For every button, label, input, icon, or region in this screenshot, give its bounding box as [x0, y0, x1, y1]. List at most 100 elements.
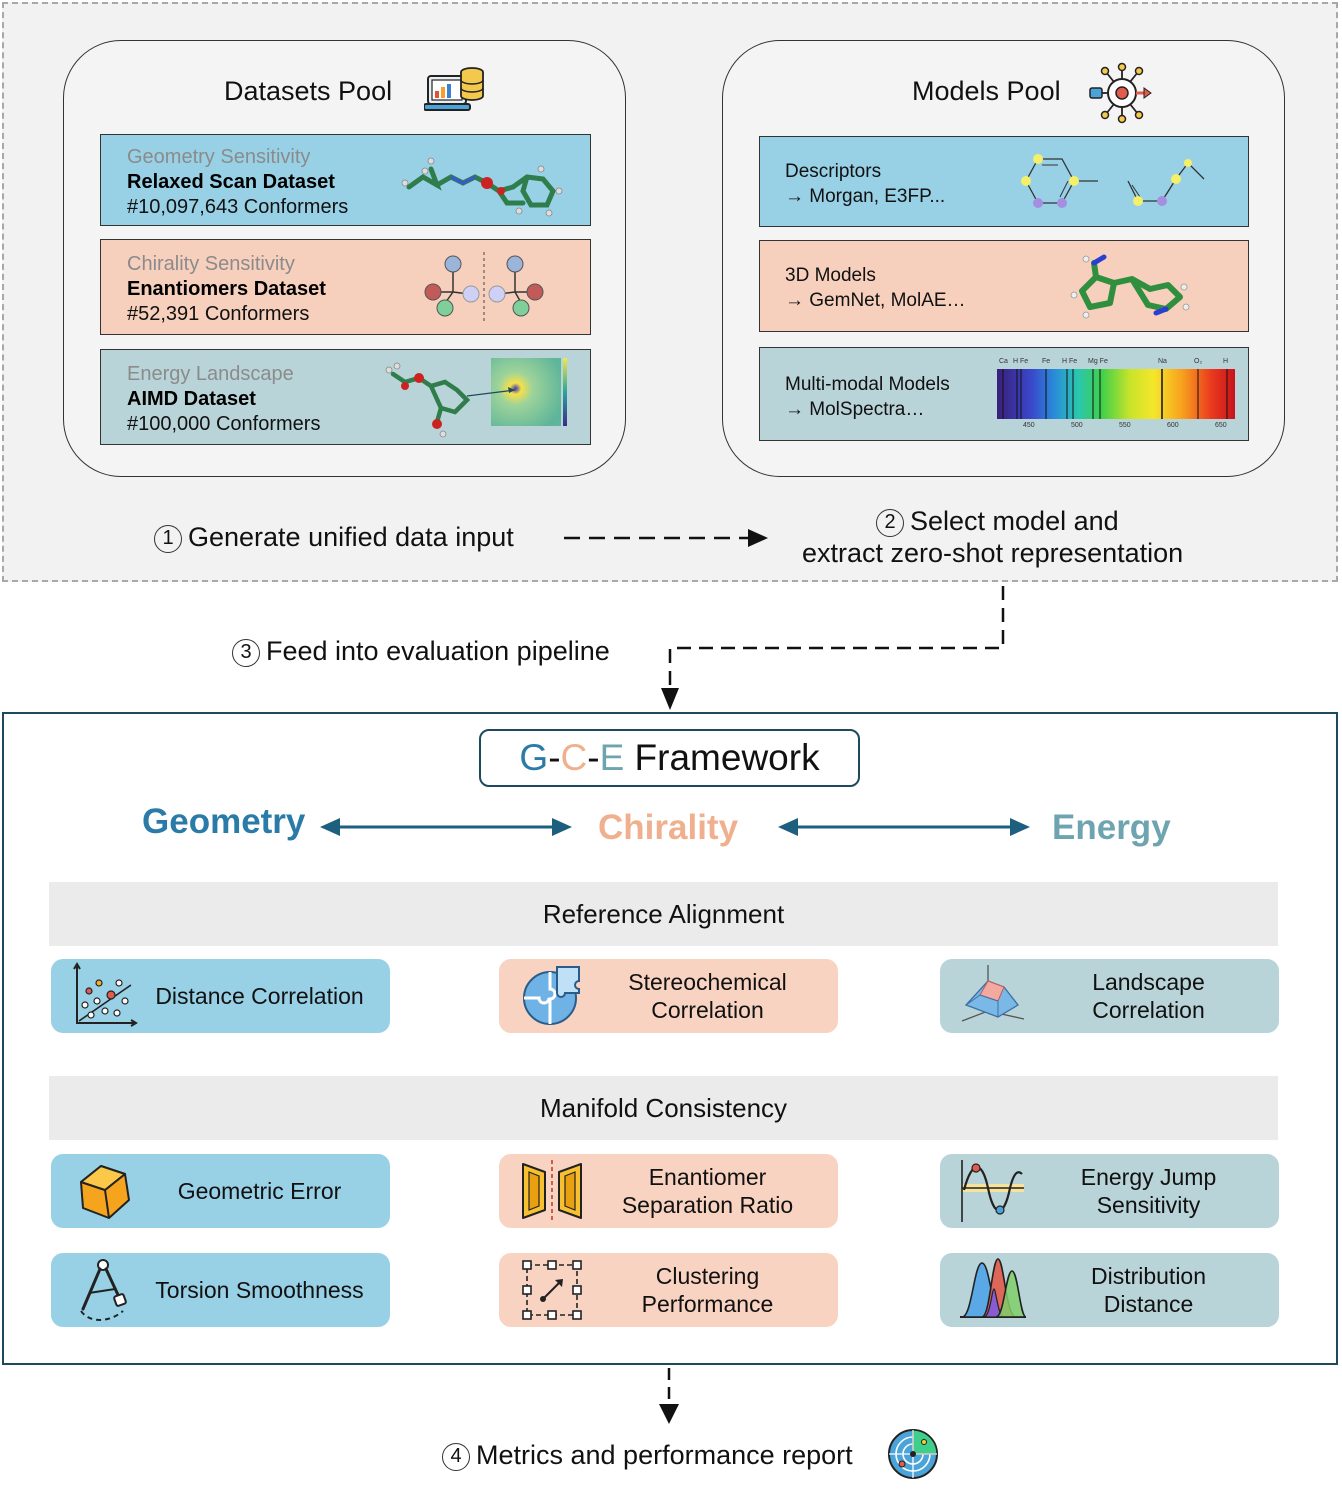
- metric-label-line: Distribution: [1090, 1263, 1207, 1289]
- card-dataset-name: Relaxed Scan Dataset: [127, 171, 335, 193]
- geometry-heading: Geometry: [142, 802, 306, 841]
- card-category: Chirality Sensitivity: [127, 253, 295, 275]
- torsion-smoothness-metric: Torsion Smoothness: [51, 1253, 390, 1327]
- geometric-error-metric: Geometric Error: [51, 1154, 390, 1228]
- neural-network-icon: [1089, 62, 1152, 124]
- metric-label-line: Enantiomer: [648, 1164, 767, 1190]
- energy-heading: Energy: [1052, 808, 1171, 847]
- card-category: Geometry Sensitivity: [127, 146, 311, 168]
- dashed-arrow-down: [659, 1368, 679, 1424]
- spectrum-wavelength-label: 650: [1215, 422, 1227, 429]
- card-conformer-count: #10,097,643 Conformers: [127, 196, 349, 218]
- chirality-heading: Chirality: [598, 808, 739, 847]
- step-text: Metrics and performance report: [476, 1440, 853, 1470]
- models-pool-title: Models Pool: [912, 76, 1061, 106]
- title-letter-e: E: [599, 737, 625, 778]
- title-dash: -: [548, 737, 561, 778]
- molecule-illustration: [401, 157, 563, 217]
- model-type: 3D Models: [785, 265, 876, 286]
- radar-icon: [888, 1429, 938, 1479]
- selection-scale-icon: [522, 1260, 582, 1320]
- step-text: Feed into evaluation pipeline: [266, 636, 610, 666]
- relaxed-scan-card: Geometry Sensitivity Relaxed Scan Datase…: [100, 134, 591, 226]
- metric-label: Distance Correlation: [155, 983, 364, 1009]
- metric-label-line: Energy Jump: [1080, 1164, 1217, 1190]
- metric-label-line: Correlation: [1092, 997, 1205, 1023]
- laptop-database-icon: [424, 67, 484, 111]
- aimd-card: Energy Landscape AIMD Dataset #100,000 C…: [100, 349, 591, 445]
- model-type: Multi-modal Models: [785, 374, 950, 395]
- metric-label-line: Stereochemical: [628, 969, 787, 995]
- enantiomer-separation-metric: Enantiomer Separation Ratio: [499, 1154, 838, 1228]
- compass-icon: [80, 1259, 127, 1321]
- model-examples: → MolSpectra…: [785, 399, 925, 420]
- spectrum-wavelength-label: 450: [1023, 422, 1035, 429]
- enantiomer-pair-illustration: [424, 252, 544, 324]
- spectrum-line-label: Na: [1158, 358, 1167, 365]
- metric-label: Energy Jump Sensitivity: [1028, 1163, 1279, 1219]
- spectrum-wavelength-label: 500: [1071, 422, 1083, 429]
- wave-curve-icon: [961, 1160, 1024, 1222]
- framework-title: G-C-E Framework: [479, 729, 860, 787]
- emission-spectrum: Ca H Fe Fe H Fe Mg Fe Na O₂ H: [997, 356, 1235, 436]
- spectrum-line-label: O₂: [1194, 358, 1203, 365]
- step-number: 1: [154, 525, 182, 553]
- metric-label: Torsion Smoothness: [155, 1277, 364, 1303]
- card-dataset-name: AIMD Dataset: [127, 388, 256, 410]
- multimodal-models-card: Multi-modal Models → MolSpectra… Ca H Fe…: [759, 347, 1249, 441]
- title-letter-g: G: [519, 737, 549, 778]
- metric-label: Clustering Performance: [587, 1262, 838, 1318]
- landscape-correlation-metric: Landscape Correlation: [940, 959, 1279, 1033]
- metric-label: Geometric Error: [177, 1178, 342, 1204]
- 3d-molecule-illustration: [1070, 254, 1190, 319]
- double-arrow-geometry-chirality: [320, 818, 572, 836]
- step-2-label-line2: extract zero-shot representation: [802, 538, 1184, 568]
- step-number: 2: [876, 509, 904, 537]
- spectrum-wavelength-label: 600: [1167, 422, 1179, 429]
- enantiomers-card: Chirality Sensitivity Enantiomers Datase…: [100, 239, 591, 335]
- spectrum-bar: [997, 369, 1235, 419]
- metric-label-line: Correlation: [651, 997, 764, 1023]
- descriptors-card: Descriptors → Morgan, E3FP...: [759, 136, 1249, 227]
- title-letter-c: C: [560, 737, 588, 778]
- dashed-arrow-right: [564, 529, 768, 547]
- distribution-distance-metric: Distribution Distance: [940, 1253, 1279, 1327]
- distribution-curves-icon: [960, 1258, 1027, 1318]
- double-arrow-chirality-energy: [778, 818, 1030, 836]
- datasets-pool-title: Datasets Pool: [224, 76, 393, 106]
- clustering-performance-metric: Clustering Performance: [499, 1253, 838, 1327]
- step-number: 4: [442, 1443, 470, 1471]
- card-category: Energy Landscape: [127, 363, 294, 385]
- spectrum-line-label: H: [1223, 358, 1229, 365]
- spectrum-line-label: Fe: [1042, 358, 1051, 365]
- metric-label-line: Clustering: [655, 1263, 760, 1289]
- spectrum-line-label: H Fe: [1013, 358, 1029, 365]
- 3d-surface-icon: [961, 965, 1025, 1022]
- puzzle-sphere-icon: [523, 966, 580, 1025]
- spectrum-line-label: Mg Fe: [1088, 358, 1108, 365]
- step-text: Generate unified data input: [188, 522, 514, 552]
- metric-label: Enantiomer Separation Ratio: [587, 1163, 838, 1219]
- metric-label: Distribution Distance: [1028, 1262, 1279, 1318]
- stereochemical-correlation-metric: Stereochemical Correlation: [499, 959, 838, 1033]
- model-type: Descriptors: [785, 161, 882, 182]
- metric-label-line: Distance: [1103, 1291, 1194, 1317]
- metric-label: Stereochemical Correlation: [587, 968, 838, 1024]
- energy-jump-metric: Energy Jump Sensitivity: [940, 1154, 1279, 1228]
- title-dash: -: [587, 737, 600, 778]
- spectrum-line-label: Ca: [999, 358, 1008, 365]
- metric-label-line: Performance: [641, 1291, 774, 1317]
- descriptor-fingerprint-illustration: [1021, 154, 1205, 208]
- manifold-consistency-band: Manifold Consistency: [49, 1076, 1278, 1140]
- distance-correlation-metric: Distance Correlation: [51, 959, 390, 1033]
- card-conformer-count: #100,000 Conformers: [127, 413, 321, 435]
- metric-label-line: Sensitivity: [1096, 1192, 1201, 1218]
- 3d-models-card: 3D Models → GemNet, MolAE…: [759, 240, 1249, 332]
- spectrum-wavelength-label: 550: [1119, 422, 1131, 429]
- metric-label: Landscape Correlation: [1028, 968, 1279, 1024]
- cube-icon: [80, 1165, 130, 1219]
- card-dataset-name: Enantiomers Dataset: [127, 278, 326, 300]
